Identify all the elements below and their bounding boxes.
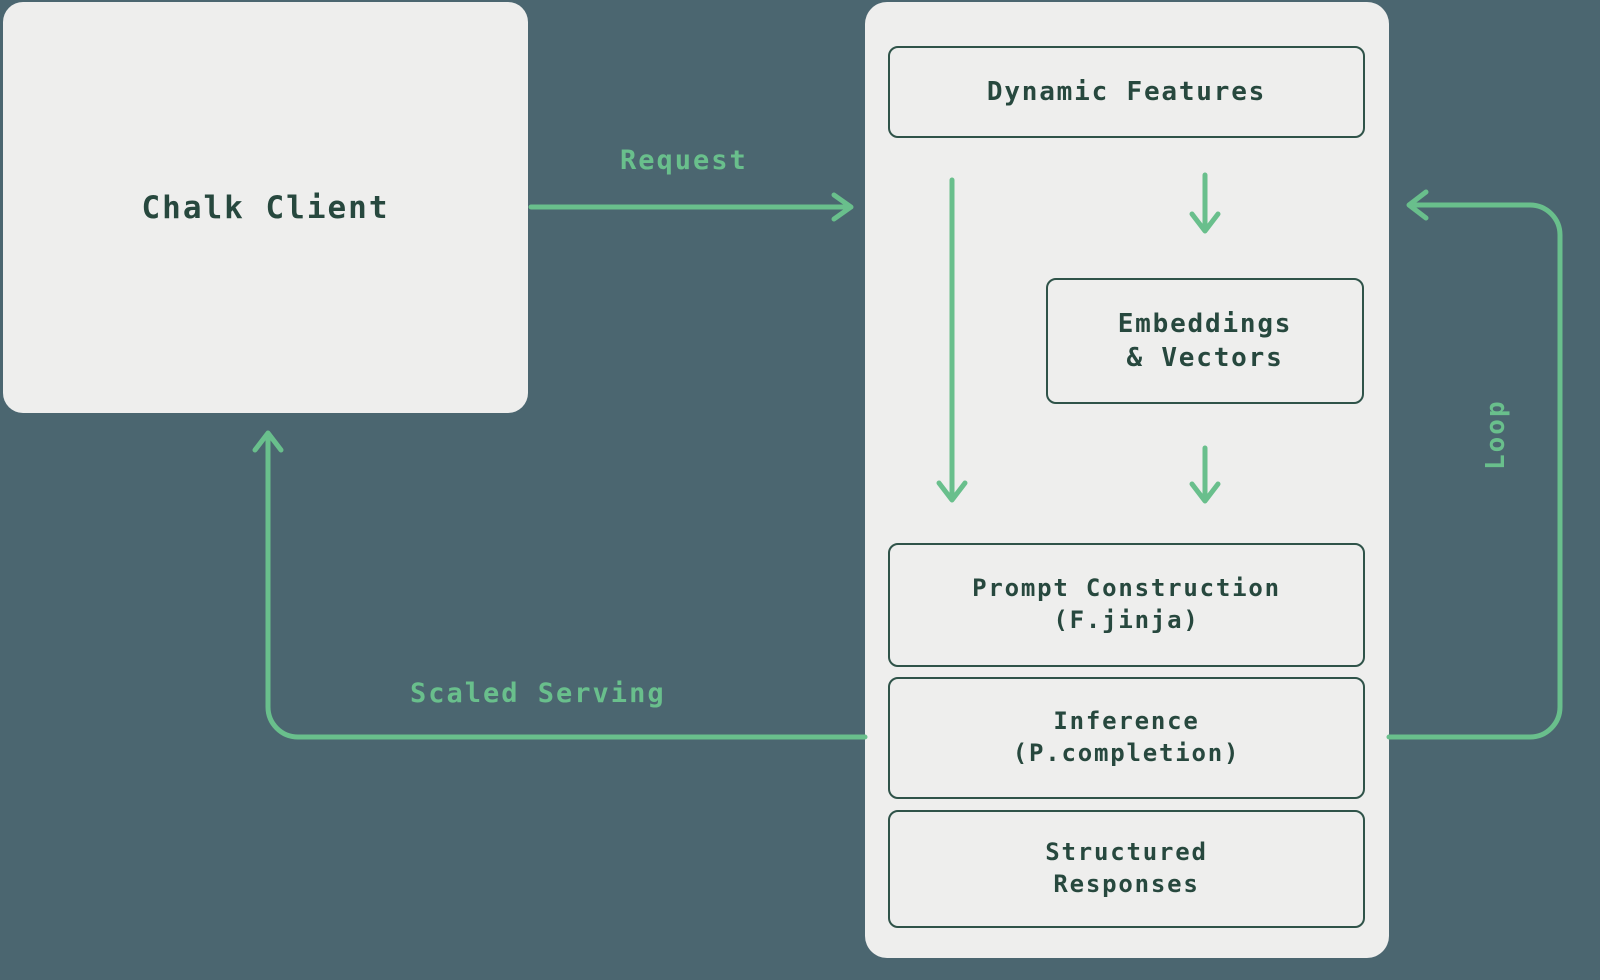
prompt-line-1: Prompt Construction [972,574,1281,603]
prompt-construction-box: Prompt Construction (F.jinja) [888,543,1365,667]
inference-line-1: Inference [1053,707,1200,736]
loop-label: Loop [1481,399,1511,470]
inference-box: Inference (P.completion) [888,677,1365,799]
embeddings-line-2: & Vectors [1126,343,1284,373]
dynamic-features-label: Dynamic Features [986,76,1267,107]
dynamic-features-box: Dynamic Features [888,46,1365,138]
chalk-client-label: Chalk Client [141,189,390,226]
structured-responses-box: Structured Responses [888,810,1365,928]
embeddings-line-1: Embeddings [1117,308,1293,339]
structured-line-1: Structured [1045,838,1208,867]
embeddings-vectors-label: Embeddings & Vectors [1118,307,1293,376]
structured-line-2: Responses [1053,870,1200,898]
prompt-construction-label: Prompt Construction (F.jinja) [972,573,1281,636]
structured-responses-label: Structured Responses [1045,837,1208,900]
loop-arrow [1386,189,1563,740]
prompt-line-2: (F.jinja) [1053,606,1200,634]
chalk-client-box: Chalk Client [3,2,528,413]
inference-line-2: (P.completion) [1012,739,1241,767]
scaled-serving-label: Scaled Serving [410,678,666,709]
request-arrow [528,192,854,222]
inference-label: Inference (P.completion) [1013,706,1241,769]
embeddings-vectors-box: Embeddings & Vectors [1046,278,1364,404]
request-label: Request [620,145,748,176]
